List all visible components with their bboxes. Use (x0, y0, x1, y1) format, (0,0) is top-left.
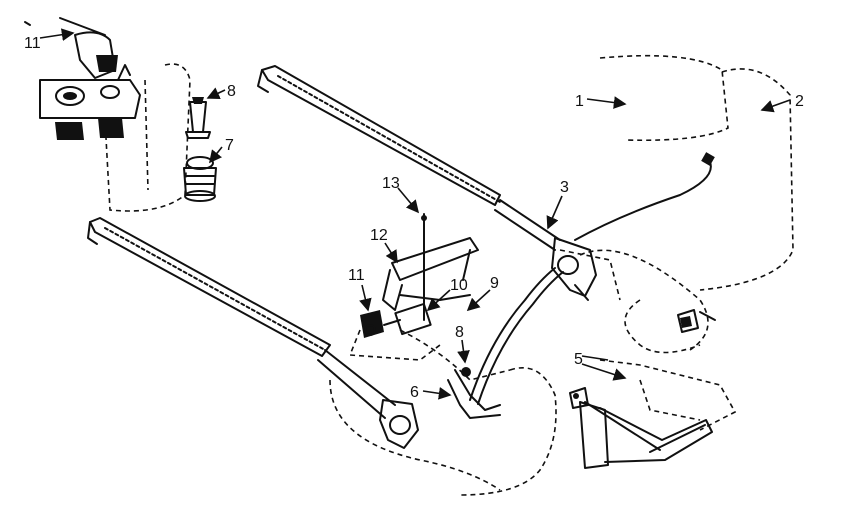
lower-burner (87, 217, 419, 449)
callout-10: 10 (450, 277, 468, 294)
lower-burner-ports (104, 227, 326, 351)
igniter-wire (574, 152, 715, 241)
callout-8-pilot: 8 (455, 324, 464, 341)
leader-lines (39, 28, 791, 400)
burner-tube-end (677, 309, 716, 333)
callout-labels: 1 2 3 5 6 7 8 8 9 10 11 11 12 13 (24, 35, 804, 401)
callout-2: 2 (795, 93, 804, 110)
callout-9: 9 (490, 275, 499, 292)
callout-12: 12 (370, 227, 388, 244)
callout-8-top: 8 (227, 83, 236, 100)
callout-13: 13 (382, 175, 400, 192)
callout-11-top: 11 (24, 35, 41, 52)
side-bracket (569, 387, 713, 469)
callout-6: 6 (410, 384, 419, 401)
callout-11-pilot: 11 (348, 267, 365, 284)
callout-5: 5 (574, 351, 583, 368)
callout-7: 7 (225, 137, 234, 154)
orifice-part (185, 97, 211, 139)
upper-burner-ports (277, 75, 501, 203)
upper-burner (257, 65, 597, 301)
valve-assembly (24, 17, 141, 140)
fitting-part (183, 156, 217, 202)
callout-3: 3 (560, 179, 569, 196)
pilot-assembly (360, 213, 564, 419)
callout-1: 1 (575, 93, 584, 110)
phantom-outlines (104, 54, 794, 496)
